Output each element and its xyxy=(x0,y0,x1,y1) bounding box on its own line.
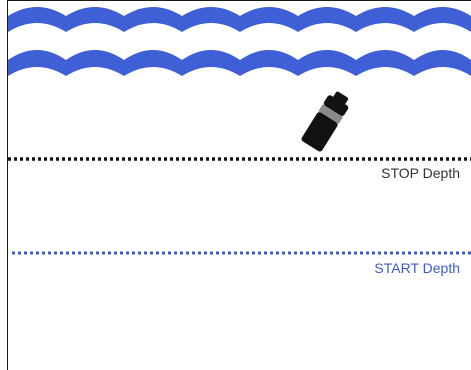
profiler-instrument-icon xyxy=(300,88,353,152)
water-waves-icon xyxy=(8,7,471,76)
wave-band-bottom xyxy=(8,50,471,76)
stop-depth-label: STOP Depth xyxy=(381,165,460,181)
wave-band-top xyxy=(8,7,471,32)
start-depth-label: START Depth xyxy=(374,260,460,276)
